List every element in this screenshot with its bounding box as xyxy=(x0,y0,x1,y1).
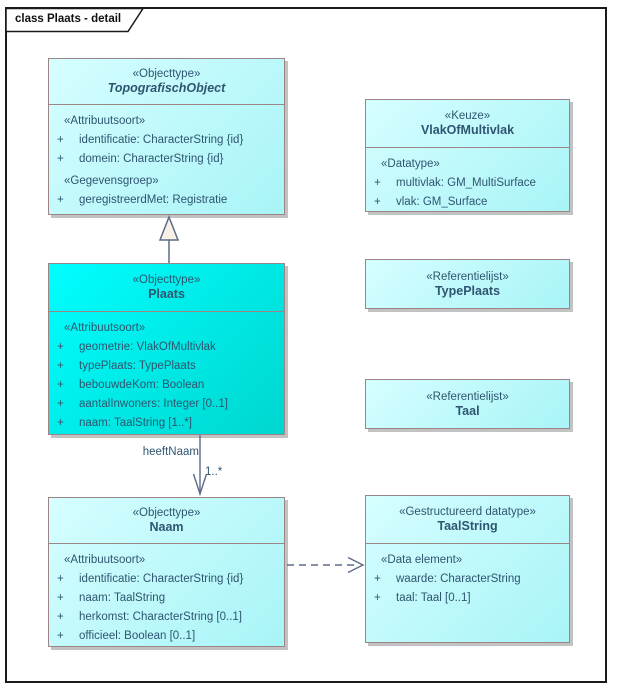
association-multiplicity-label: 1..* xyxy=(205,466,223,478)
attribute-row: +naam: TaalString [1..*] xyxy=(57,417,192,429)
attribute-row: +taal: Taal [0..1] xyxy=(374,592,471,604)
attribute-row: +vlak: GM_Surface xyxy=(374,196,488,208)
diagram-title: class Plaats - detail xyxy=(15,13,122,25)
class-header: «Referentielijst» TypePlaats xyxy=(366,260,569,308)
stereotype-label: «Referentielijst» xyxy=(426,270,509,283)
class-name: VlakOfMultivlak xyxy=(420,123,515,137)
attribute-row: +identificatie: CharacterString {id} xyxy=(57,573,244,585)
class-typeplaats[interactable]: «Referentielijst» TypePlaats xyxy=(365,259,570,309)
attribute-row: +waarde: CharacterString xyxy=(374,573,521,585)
class-vlakofmultivlak[interactable]: «Keuze» VlakOfMultivlak «Datatype» +mult… xyxy=(365,99,570,212)
stereotype-label: «Keuze» xyxy=(444,110,491,122)
attribute-row: +herkomst: CharacterString [0..1] xyxy=(57,611,242,623)
class-header: «Objecttype» Plaats xyxy=(49,264,284,312)
stereotype-label: «Objecttype» xyxy=(132,68,201,80)
class-topografischobject[interactable]: «Objecttype» TopografischObject «Attribu… xyxy=(48,58,285,215)
class-name: TypePlaats xyxy=(434,283,501,298)
attribute-row: +aantalInwoners: Integer [0..1] xyxy=(57,398,228,410)
stereotype-label: «Gestructureerd datatype» xyxy=(399,506,536,518)
attribute-row: +geregistreerdMet: Registratie xyxy=(57,194,228,206)
stereotype-label: «Objecttype» xyxy=(132,274,201,286)
attribute-group-label: «Data element» xyxy=(381,554,463,566)
attribute-compartment: «Attribuutsoort» +identificatie: Charact… xyxy=(49,544,284,646)
class-header: «Referentielijst» Taal xyxy=(366,380,569,428)
stereotype-label: «Objecttype» xyxy=(132,507,201,519)
class-plaats[interactable]: «Objecttype» Plaats «Attribuutsoort» +ge… xyxy=(48,263,285,435)
class-name: TaalString xyxy=(437,519,498,533)
class-name: Plaats xyxy=(148,287,185,301)
class-taalstring[interactable]: «Gestructureerd datatype» TaalString «Da… xyxy=(365,495,570,643)
class-header: «Objecttype» TopografischObject xyxy=(49,59,284,105)
association-name-label: heeftNaam xyxy=(142,446,199,458)
class-taal[interactable]: «Referentielijst» Taal xyxy=(365,379,570,429)
class-naam[interactable]: «Objecttype» Naam «Attribuutsoort» +iden… xyxy=(48,497,285,647)
attribute-compartment: «Data element» +waarde: CharacterString … xyxy=(366,544,569,608)
class-header: «Keuze» VlakOfMultivlak xyxy=(366,100,569,148)
stereotype-label: «Referentielijst» xyxy=(426,390,509,403)
attribute-row: +bebouwdeKom: Boolean xyxy=(57,379,205,391)
attribute-row: +naam: TaalString xyxy=(57,592,166,604)
class-name: TopografischObject xyxy=(107,81,226,95)
attribute-group-label: «Gegevensgroep» xyxy=(64,175,159,187)
attribute-row: +typePlaats: TypePlaats xyxy=(57,360,196,372)
attribute-compartment: «Attribuutsoort» +geometrie: VlakOfMulti… xyxy=(49,312,284,433)
attribute-group-label: «Attribuutsoort» xyxy=(64,322,146,334)
class-header: «Gestructureerd datatype» TaalString xyxy=(366,496,569,544)
attribute-row: +geometrie: VlakOfMultivlak xyxy=(57,341,216,353)
attribute-compartment: «Datatype» +multivlak: GM_MultiSurface +… xyxy=(366,148,569,212)
class-name: Taal xyxy=(455,403,480,418)
class-header: «Objecttype» Naam xyxy=(49,498,284,544)
attribute-compartment: «Attribuutsoort» +identificatie: Charact… xyxy=(49,105,284,210)
attribute-group-label: «Datatype» xyxy=(381,158,440,170)
attribute-row: +officieel: Boolean [0..1] xyxy=(57,630,196,642)
attribute-row: +multivlak: GM_MultiSurface xyxy=(374,177,536,189)
attribute-row: +domein: CharacterString {id} xyxy=(57,153,224,165)
attribute-group-label: «Attribuutsoort» xyxy=(64,554,146,566)
class-name: Naam xyxy=(149,520,184,534)
diagram-frame xyxy=(5,7,607,683)
attribute-row: +identificatie: CharacterString {id} xyxy=(57,134,244,146)
attribute-group-label: «Attribuutsoort» xyxy=(64,115,146,127)
